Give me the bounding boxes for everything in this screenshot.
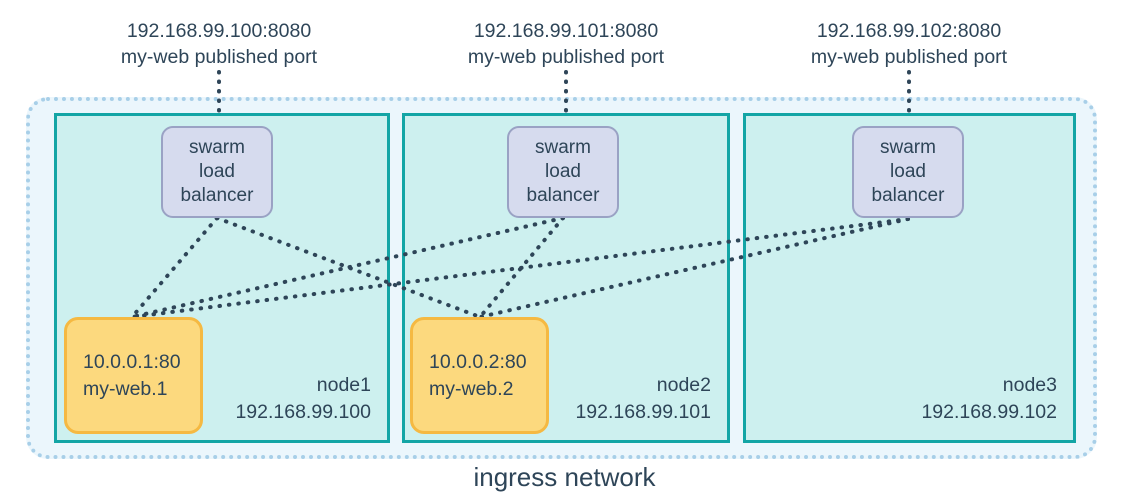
- node-caption-node3: node3 192.168.99.102: [921, 372, 1057, 426]
- link-lb2-to-task1: [130, 216, 565, 319]
- task-box-my-web-1: 10.0.0.1:80 my-web.1: [64, 317, 203, 434]
- node-name-2: node2: [656, 374, 711, 396]
- ingress-network-title: ingress network: [473, 462, 656, 492]
- lb-label-line1-1: swarm: [189, 137, 245, 158]
- lb-label-line3-1: balancer: [180, 185, 254, 206]
- published-port-description-2: my-web published port: [467, 46, 665, 68]
- swarm-load-balancer-node1: swarm load balancer: [161, 126, 273, 218]
- link-lb3-to-task2: [478, 217, 910, 319]
- lb-label-line2-3: load: [890, 161, 926, 182]
- task-address-2: 10.0.0.2:80: [429, 350, 527, 373]
- node-ip-1: 192.168.99.100: [235, 401, 371, 423]
- published-port-description-3: my-web published port: [810, 46, 1008, 68]
- published-port-address-1: 192.168.99.100:8080: [126, 20, 312, 42]
- node-caption-node1: node1 192.168.99.100: [235, 372, 371, 426]
- lb-label-line1-3: swarm: [880, 137, 936, 158]
- task-name-2: my-web.2: [429, 377, 514, 400]
- published-port-label-node1: 192.168.99.100:8080 my-web published por…: [84, 18, 354, 70]
- lb-label-line3-2: balancer: [526, 185, 600, 206]
- link-lb1-to-task1: [130, 216, 219, 319]
- task-name-1: my-web.1: [83, 377, 168, 400]
- lb-label-line1-2: swarm: [535, 137, 591, 158]
- node-ip-3: 192.168.99.102: [921, 401, 1057, 423]
- lb-label-line2-1: load: [199, 161, 235, 182]
- swarm-load-balancer-node2: swarm load balancer: [507, 126, 619, 218]
- link-lb3-to-task1: [130, 217, 910, 319]
- node-ip-2: 192.168.99.101: [575, 401, 711, 423]
- node-name-1: node1: [316, 374, 371, 396]
- published-port-label-node3: 192.168.99.102:8080 my-web published por…: [774, 18, 1044, 70]
- published-port-description-1: my-web published port: [120, 46, 318, 68]
- swarm-load-balancer-node3: swarm load balancer: [852, 126, 964, 218]
- published-port-address-2: 192.168.99.101:8080: [473, 20, 659, 42]
- lb-label-line2-2: load: [545, 161, 581, 182]
- published-port-label-node2: 192.168.99.101:8080 my-web published por…: [431, 18, 701, 70]
- node-caption-node2: node2 192.168.99.101: [575, 372, 711, 426]
- lb-label-line3-3: balancer: [871, 185, 945, 206]
- published-port-address-3: 192.168.99.102:8080: [816, 20, 1002, 42]
- task-address-1: 10.0.0.1:80: [83, 350, 181, 373]
- node-name-3: node3: [1002, 374, 1057, 396]
- task-box-my-web-2: 10.0.0.2:80 my-web.2: [410, 317, 549, 434]
